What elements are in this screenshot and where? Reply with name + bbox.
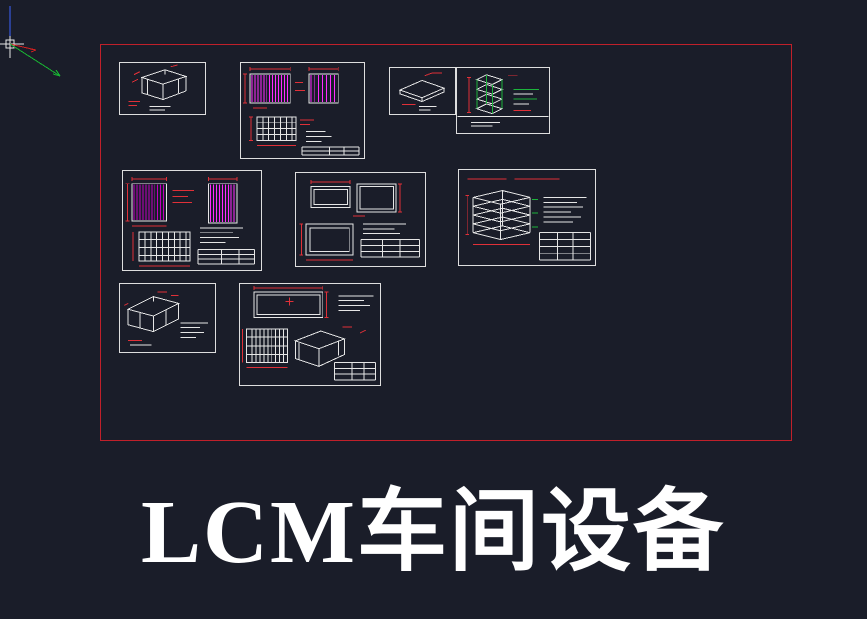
- drawing-panel-iso-plate[interactable]: [389, 67, 456, 115]
- title-block: [539, 232, 592, 261]
- plate-outlines: [249, 73, 339, 104]
- bench-wireframe: [126, 296, 181, 333]
- dimension-marks: [299, 179, 403, 261]
- drawing-panel-iso-shelf-rack[interactable]: [458, 169, 596, 266]
- rect-outlines: [305, 183, 397, 256]
- title-block: [197, 227, 256, 265]
- hatched-plate-detail: [245, 328, 288, 363]
- iso-open-box: [293, 330, 346, 368]
- hatched-plates-drawing: [243, 66, 360, 156]
- perforated-plate-detail: [256, 116, 297, 141]
- sheet-border-frame[interactable]: [100, 44, 792, 441]
- iso-plate-drawing: [398, 72, 446, 111]
- shelf-rack-drawing: [465, 178, 592, 261]
- drawing-panel-rect-details[interactable]: [295, 172, 426, 267]
- dimension-marks: [401, 72, 443, 105]
- magenta-hatch-bright: [210, 184, 235, 222]
- dimension-marks: [125, 176, 238, 267]
- rack-posts-green: [476, 74, 539, 114]
- title-block: [301, 131, 360, 156]
- annotation-text-lines: [543, 196, 587, 223]
- drawing-panel-iso-bench[interactable]: [119, 283, 216, 353]
- dimension-marks: [243, 66, 339, 146]
- rect-details-drawing: [299, 179, 421, 261]
- ucs-axis-icon: [0, 6, 61, 77]
- hatched-panels-drawing: [125, 176, 256, 267]
- drawing-title-text[interactable]: LCM车间设备: [141, 483, 725, 582]
- red-heading-text-lines: [465, 178, 560, 245]
- dimension-marks: [128, 64, 178, 106]
- panel-outlines: [131, 183, 238, 224]
- title-block: [334, 361, 377, 381]
- iso-bench-drawing: [124, 291, 208, 346]
- rack-shelves: [472, 190, 531, 241]
- drawing-panel-iso-rack-green[interactable]: [456, 67, 550, 134]
- rack-green-marks: [531, 198, 538, 228]
- iso-rack-drawing: [457, 74, 549, 127]
- drawing-panel-hatched-plates[interactable]: [240, 62, 365, 159]
- annotation-text-lines: [419, 105, 437, 111]
- iso-stand-drawing: [128, 64, 188, 111]
- drawing-panel-iso-stand[interactable]: [119, 62, 206, 115]
- title-block: [360, 223, 421, 258]
- annotation-text-lines: [149, 105, 171, 111]
- annotation-text-lines: [338, 295, 374, 311]
- grid-plate-detail: [138, 231, 191, 262]
- drawing-panel-hatched-panels-large[interactable]: [122, 170, 262, 271]
- iso-stand-wireframe: [140, 69, 188, 111]
- dimension-marks: [467, 75, 532, 114]
- dimension-marks: [241, 285, 367, 368]
- magenta-hatch-dark: [133, 184, 165, 221]
- annotation-text-lines: [457, 93, 549, 127]
- magenta-hatch-group-b: [310, 74, 335, 103]
- iso-plate-wireframe: [398, 79, 446, 111]
- dimension-marks: [124, 291, 179, 341]
- magenta-hatch-group-a: [251, 74, 288, 103]
- rack-shelves: [475, 74, 504, 115]
- box-details-drawing: [241, 285, 377, 381]
- top-rect-detail: [253, 291, 324, 318]
- annotation-text-lines: [130, 322, 208, 346]
- drawing-panel-box-details[interactable]: [239, 283, 381, 386]
